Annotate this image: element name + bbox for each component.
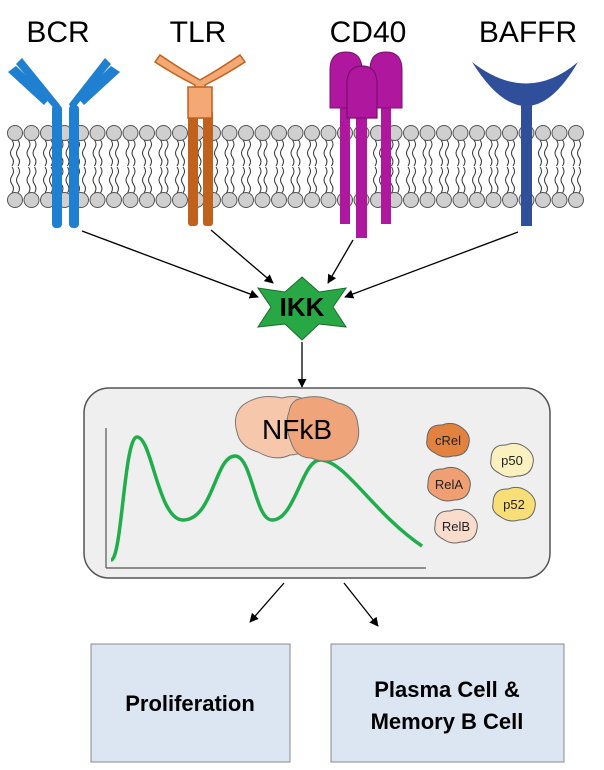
proliferation-box: Proliferation [90, 643, 291, 763]
ikk-kinase: IKK [256, 276, 348, 341]
proliferation-label: Proliferation [125, 691, 255, 716]
subunit-p50: p50 [490, 442, 534, 478]
subunit-label: cRel [435, 433, 461, 448]
bcr-receptor [8, 58, 120, 228]
tlr-label: TLR [170, 16, 227, 49]
plasma-cell-label: Plasma Cell & [374, 677, 520, 702]
nfkb-complex: NFkB [235, 396, 360, 462]
baffr-label: BAFFR [479, 16, 577, 49]
tlr-receptor [153, 53, 247, 226]
subunit-label: p50 [501, 453, 523, 468]
receptor-to-ikk-arrows [81, 229, 519, 299]
plasma-memory-box: Plasma Cell & Memory B Cell [330, 643, 565, 763]
arrow-to-plasma-cell [343, 582, 379, 627]
arrow-cd40-ikk [327, 239, 354, 284]
baffr-receptor [472, 62, 578, 226]
arrow-baffr-ikk [344, 231, 519, 299]
nfkb-label: NFkB [262, 414, 332, 445]
subunit-rela: RelA [427, 466, 471, 502]
subunit-label: RelA [435, 477, 464, 492]
ikk-label: IKK [280, 292, 325, 322]
subunit-label: p52 [503, 497, 525, 512]
cd40-label: CD40 [330, 16, 407, 49]
arrow-to-proliferation [249, 582, 285, 623]
subunit-relb: RelB [434, 508, 478, 544]
bcr-label: BCR [26, 16, 89, 49]
subunit-crel: cRel [426, 422, 470, 458]
cd40-receptor [329, 51, 403, 238]
subunit-p52: p52 [492, 486, 536, 522]
cell-membrane [7, 125, 584, 208]
subunit-label: RelB [442, 519, 470, 534]
memory-b-cell-label: Memory B Cell [371, 709, 524, 734]
arrow-bcr-ikk [81, 230, 259, 299]
arrow-tlr-ikk [210, 229, 274, 284]
ikk-star-shape [256, 276, 348, 341]
